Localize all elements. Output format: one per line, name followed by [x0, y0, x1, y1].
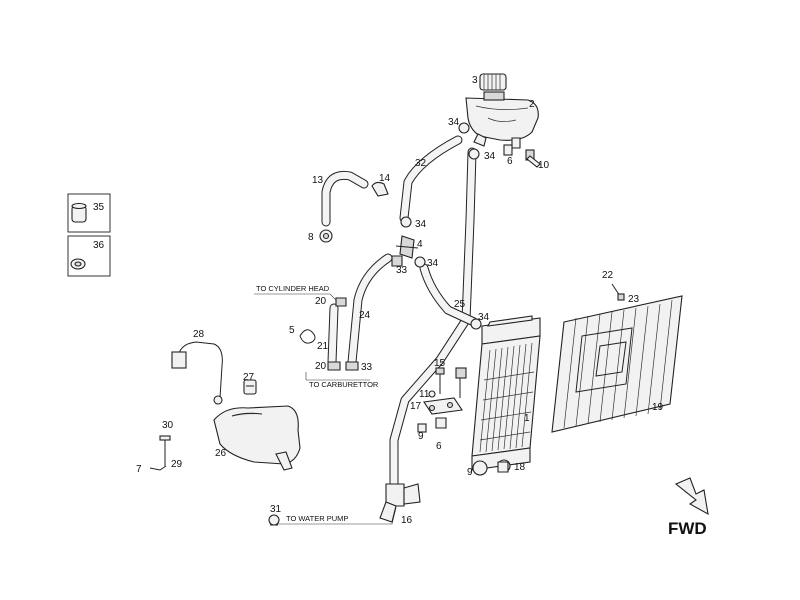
label-31: 31: [270, 504, 282, 515]
plug-27: [243, 379, 257, 395]
label-29: 29: [171, 459, 183, 470]
label-16: 16: [401, 515, 413, 526]
sleeve-icon: [71, 202, 87, 223]
label-34: 34: [448, 117, 460, 128]
label-34: 34: [415, 219, 427, 230]
bracket-17: [423, 397, 463, 415]
label-7: 7: [136, 464, 142, 475]
label-9: 9: [467, 467, 473, 478]
clamps: [319, 122, 482, 371]
label-19: 19: [652, 402, 664, 413]
label-33: 33: [396, 265, 408, 276]
radiator: [471, 315, 541, 471]
label-17: 17: [410, 401, 422, 412]
bolt-10: [525, 149, 541, 168]
bracket-6-top: [503, 144, 513, 156]
label-11: 11: [419, 389, 430, 400]
fwd-label: FWD: [668, 519, 707, 538]
label-27: 27: [243, 372, 255, 383]
t-fitting-4: [395, 235, 419, 259]
label-28: 28: [193, 329, 205, 340]
ref-box-35: [67, 193, 111, 233]
screws-15: [428, 367, 467, 398]
expansion-tank: [465, 73, 539, 149]
label-26: 26: [215, 448, 227, 459]
note-to-cylinder-head: TO CYLINDER HEAD: [256, 284, 330, 293]
clip-5: [299, 329, 316, 344]
note-to-carburettor: TO CARBURETTOR: [309, 380, 379, 389]
part-labels: 2 3 34 34 6 10 32 13 14 8 34 4 34 33 25 …: [93, 75, 664, 526]
label-5: 5: [289, 325, 295, 336]
label-34: 34: [427, 258, 439, 269]
label-30: 30: [162, 420, 174, 431]
label-20: 20: [315, 296, 327, 307]
ref-box-36: [67, 235, 111, 277]
label-15: 15: [434, 358, 446, 369]
radiator-grille: [551, 295, 683, 433]
label-20: 20: [315, 361, 327, 372]
label-34: 34: [478, 312, 490, 323]
label-32: 32: [415, 158, 427, 169]
label-3: 3: [472, 75, 478, 86]
label-1: 1: [524, 413, 530, 424]
label-14: 14: [379, 173, 391, 184]
label-2: 2: [529, 99, 535, 110]
label-23: 23: [628, 294, 640, 305]
reservoir-26: [213, 405, 301, 471]
note-to-water-pump: TO WATER PUMP: [286, 514, 348, 523]
label-22: 22: [602, 270, 614, 281]
label-10: 10: [538, 160, 550, 171]
label-6: 6: [507, 156, 513, 167]
label-13: 13: [312, 175, 324, 186]
fwd-arrow-icon: [674, 477, 709, 516]
label-21: 21: [317, 341, 329, 352]
label-9: 9: [418, 431, 424, 442]
fitting-31: [268, 514, 280, 526]
label-33: 33: [361, 362, 373, 373]
label-18: 18: [514, 462, 526, 473]
label-36: 36: [93, 240, 105, 251]
label-34: 34: [484, 151, 496, 162]
t-fitting-16: [379, 483, 421, 523]
label-35: 35: [93, 202, 105, 213]
label-6: 6: [436, 441, 442, 452]
washer-icon: [70, 258, 86, 270]
screw-22: [611, 283, 625, 301]
nuts-9-6: [417, 417, 511, 476]
rod-30: [149, 435, 171, 471]
label-25: 25: [454, 299, 466, 310]
wire-harness-28: [171, 341, 223, 405]
label-4: 4: [417, 239, 423, 250]
label-8: 8: [308, 232, 314, 243]
label-24: 24: [359, 310, 371, 321]
